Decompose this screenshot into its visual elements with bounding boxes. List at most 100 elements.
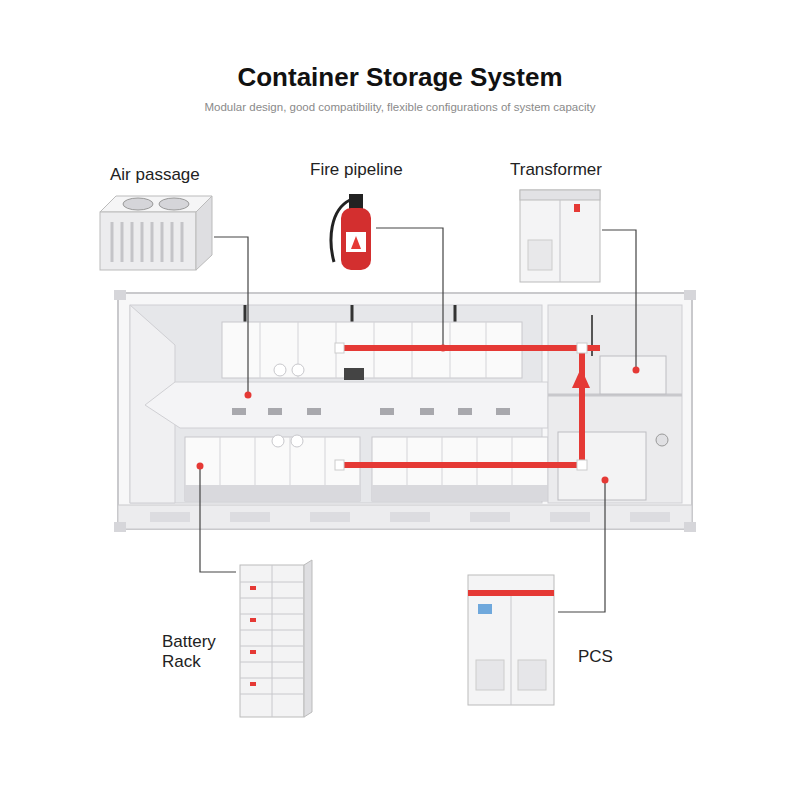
container-frame-part xyxy=(114,290,126,300)
title: Container Storage System xyxy=(0,62,800,93)
equipment-room-part xyxy=(600,356,666,394)
battery-room-part xyxy=(458,408,472,415)
battery-rack-icon-part xyxy=(304,560,312,717)
transformer-icon-part xyxy=(520,190,600,282)
battery-modules-part xyxy=(292,364,304,376)
fire-extinguisher-icon-part xyxy=(351,236,361,249)
callout-label: Battery Rack xyxy=(160,630,232,673)
battery-modules-part xyxy=(260,322,261,378)
battery-rack-icon-part xyxy=(250,586,256,590)
equipment-room-part xyxy=(548,305,682,503)
air-unit-icon xyxy=(100,196,212,270)
battery-room-part xyxy=(420,408,434,415)
transformer-icon-part xyxy=(528,240,552,270)
air-unit-icon-part xyxy=(123,198,153,210)
leader-dots-part xyxy=(245,392,252,399)
fire-extinguisher-icon-part xyxy=(346,232,366,252)
container-frame xyxy=(114,290,696,532)
battery-rack-icon xyxy=(240,560,312,717)
battery-rack-icon-part xyxy=(250,682,256,686)
callout-label: Fire pipeline xyxy=(308,158,405,182)
battery-modules-part xyxy=(372,485,548,501)
air-unit-icon-part xyxy=(161,222,164,262)
battery-room-part xyxy=(307,408,321,415)
part-name: Transformer xyxy=(510,160,602,180)
air-unit-icon-part xyxy=(159,198,189,210)
container-frame-part xyxy=(118,293,692,529)
fire-pipe-part xyxy=(577,343,587,353)
part-name: Battery Rack xyxy=(162,632,230,671)
fire-extinguisher-icon xyxy=(331,194,371,270)
battery-room-part xyxy=(268,408,282,415)
battery-rack-icon-part xyxy=(250,650,256,654)
battery-room-part xyxy=(244,305,247,322)
part-name: Fire pipeline xyxy=(310,160,403,180)
container-frame-part xyxy=(150,512,190,522)
air-unit-icon-part xyxy=(121,222,124,262)
leader-dots-part xyxy=(602,477,609,484)
container-frame-part xyxy=(470,512,510,522)
transformer-icon xyxy=(520,190,600,282)
leader-lines-part xyxy=(200,469,236,572)
leader-dots-part xyxy=(197,463,204,470)
battery-modules-part xyxy=(185,437,360,501)
equipment-room xyxy=(548,305,682,503)
battery-room-part xyxy=(380,408,394,415)
leader-dots-part xyxy=(440,345,447,352)
fire-pipe-part xyxy=(577,460,587,470)
air-unit-icon-part xyxy=(141,222,144,262)
callout-label: Air passage xyxy=(108,163,202,187)
fire-pipe xyxy=(335,343,600,470)
air-unit-icon-part xyxy=(151,222,154,262)
pcs-icon-part xyxy=(468,575,554,705)
battery-modules-part xyxy=(372,437,548,501)
leader-dots xyxy=(197,345,640,484)
pcs-icon-part xyxy=(478,604,492,614)
fire-extinguisher-icon-part xyxy=(341,208,371,270)
container-frame-part xyxy=(230,512,270,522)
container-frame-part xyxy=(550,512,590,522)
battery-rack-icon-part xyxy=(240,565,304,717)
battery-room-part xyxy=(496,408,510,415)
part-name: PCS xyxy=(578,647,613,667)
air-unit-icon-part xyxy=(171,222,174,262)
battery-modules-part xyxy=(272,435,284,447)
battery-modules-part xyxy=(291,435,303,447)
battery-modules-part xyxy=(185,485,360,501)
container-frame-part xyxy=(114,522,126,532)
container-frame-part xyxy=(310,512,350,522)
air-unit-icon-part xyxy=(196,196,212,270)
pcs-icon-part xyxy=(518,660,546,690)
pcs-icon-part xyxy=(476,660,504,690)
leader-dots-part xyxy=(633,367,640,374)
fire-extinguisher-icon-part xyxy=(349,194,363,210)
transformer-icon-part xyxy=(574,204,580,212)
leader-lines-part xyxy=(602,230,636,367)
fire-pipe-part xyxy=(572,368,590,388)
fire-pipe-part xyxy=(335,460,344,470)
container-frame-part xyxy=(684,522,696,532)
pcs-icon-part xyxy=(468,590,554,596)
battery-rack-icon-part xyxy=(272,565,273,717)
air-unit-icon-part xyxy=(100,212,196,270)
air-unit-icon-part xyxy=(100,196,212,212)
pcs-icon-part xyxy=(511,596,512,705)
battery-room-part xyxy=(145,382,548,428)
air-unit-icon-part xyxy=(111,222,114,262)
air-unit-icon-part xyxy=(181,222,184,262)
container-frame-part xyxy=(118,505,692,529)
part-name: Air passage xyxy=(110,165,200,185)
subtitle: Modular design, good compatibility, flex… xyxy=(0,101,800,113)
equipment-room-part xyxy=(656,434,668,446)
transformer-icon-part xyxy=(560,200,561,282)
transformer-icon-part xyxy=(520,190,600,200)
air-unit-icon-part xyxy=(131,222,134,262)
battery-room xyxy=(130,305,548,503)
container-frame-part xyxy=(630,512,670,522)
battery-room-part xyxy=(454,305,457,322)
leader-lines-part xyxy=(376,228,443,345)
fire-pipe-part xyxy=(335,343,344,353)
